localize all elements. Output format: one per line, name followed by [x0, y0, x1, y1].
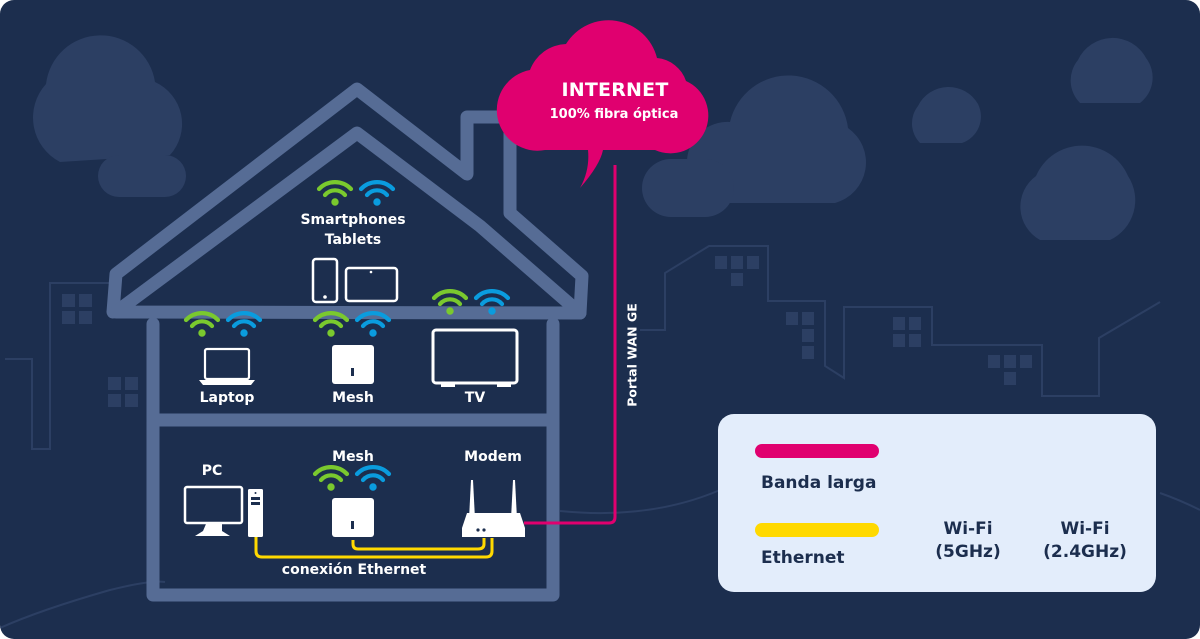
mesh-router-icon	[332, 498, 374, 537]
legend-broadband-swatch	[755, 444, 879, 458]
internet-title: INTERNET	[561, 79, 669, 101]
ethernet-cables	[254, 536, 494, 559]
smartphones-label: Smartphones	[300, 212, 406, 228]
legend-ethernet-label: Ethernet	[761, 548, 845, 568]
cloud-shape	[1070, 37, 1153, 103]
legend-wifi-5ghz-label-line1: Wi-Fi	[943, 519, 993, 539]
mesh-lower-label: Mesh	[332, 449, 374, 465]
tv-icon	[431, 328, 519, 387]
city-skyline	[0, 245, 1200, 629]
tablet-icon	[344, 266, 399, 303]
mesh-upper-label: Mesh	[332, 390, 374, 406]
pc-label: PC	[201, 463, 223, 479]
house-outline	[106, 82, 589, 602]
building-windows	[62, 256, 1032, 407]
ethernet-caption: conexión Ethernet	[281, 562, 427, 578]
cloud-shape	[642, 159, 734, 217]
legend-wifi-24ghz-label-line1: Wi-Fi	[1060, 519, 1110, 539]
wifi-24ghz-icon	[319, 182, 351, 205]
cloud-shape	[98, 155, 186, 197]
wifi-5ghz-icon	[357, 467, 389, 490]
tv-label: TV	[464, 390, 486, 406]
legend-wifi-5ghz-label-line2: (5GHz)	[935, 542, 1001, 562]
legend-broadband-label: Banda larga	[761, 473, 877, 493]
smartphone-icon	[311, 257, 339, 304]
modem-label: Modem	[464, 449, 522, 465]
modem-icon	[462, 480, 525, 537]
wan-port-label: Portal WAN GE	[624, 303, 640, 407]
house-walls	[146, 317, 560, 602]
mesh-router-icon	[332, 345, 374, 384]
devices	[183, 257, 525, 537]
cloud-shape	[1020, 145, 1136, 240]
laptop-label: Laptop	[199, 390, 255, 406]
legend-wifi-24ghz-label-line2: (2.4GHz)	[1043, 542, 1127, 562]
legend-panel: Banda larga Ethernet Wi-Fi (5GHz) Wi-Fi …	[718, 414, 1156, 592]
roof-inner	[109, 126, 587, 320]
internet-cloud	[496, 20, 709, 188]
internet-subtitle: 100% fibra óptica	[549, 107, 679, 122]
cloud-shape	[686, 75, 866, 203]
cloud-shape	[911, 86, 981, 143]
wifi-5ghz-icon	[361, 182, 393, 205]
broadband-line	[524, 165, 617, 525]
pc-tower-icon	[248, 489, 263, 537]
legend-ethernet-swatch	[755, 523, 879, 537]
tablets-label: Tablets	[324, 232, 382, 248]
cloud-shape	[33, 35, 183, 162]
wifi-24ghz-icon	[315, 467, 347, 490]
pc-monitor-icon	[183, 485, 244, 536]
roof-outer	[106, 82, 589, 320]
background-clouds	[33, 35, 1153, 240]
laptop-icon	[199, 347, 255, 385]
